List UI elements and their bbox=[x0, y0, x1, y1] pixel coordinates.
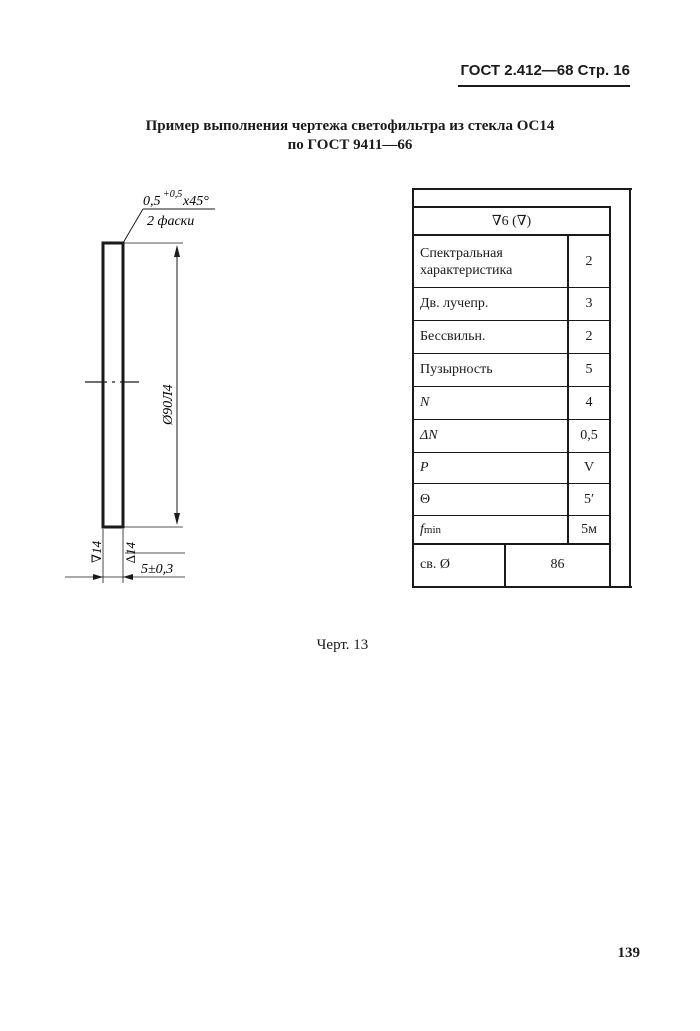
row-divider bbox=[412, 419, 611, 420]
table-right-line bbox=[609, 206, 611, 588]
row-value-delta-n: 0,5 bbox=[580, 428, 598, 443]
row-label-theta: Θ bbox=[420, 491, 431, 507]
row-divider bbox=[412, 320, 611, 321]
row-divider bbox=[412, 287, 611, 288]
roughness-right: ∆14 bbox=[123, 542, 138, 563]
table-header: ∇6 (∇) bbox=[491, 213, 532, 229]
row-label-n: N bbox=[420, 395, 430, 410]
row-label-spectral: Спектральная характеристика bbox=[420, 238, 565, 286]
row-value-birefringence: 3 bbox=[585, 296, 593, 311]
chamfer-tolerance: +0,5 bbox=[163, 189, 182, 200]
row-label-fmin-main: f bbox=[420, 521, 424, 537]
row-divider bbox=[412, 515, 611, 516]
row-value-bubbles: 5 bbox=[585, 362, 593, 377]
document-header: ГОСТ 2.412—68 Стр. 16 bbox=[460, 62, 630, 79]
row-label-striae: Бессвильн. bbox=[420, 329, 486, 344]
filter-outline bbox=[101, 241, 125, 529]
figure-caption: Черт. 13 bbox=[316, 637, 369, 653]
title-line-2: по ГОСТ 9411—66 bbox=[287, 137, 413, 153]
roughness-left: ∇14 bbox=[89, 540, 104, 563]
table-top-line bbox=[412, 188, 632, 190]
dim-arrow-top bbox=[174, 245, 180, 257]
thickness-label: 5±0,3 bbox=[141, 562, 173, 577]
row-value-n: 4 bbox=[585, 395, 593, 410]
row-value-clear-aperture: 86 bbox=[550, 557, 565, 572]
row-divider bbox=[412, 353, 611, 354]
value-column-divider bbox=[567, 236, 569, 543]
row-divider bbox=[412, 386, 611, 387]
row-divider bbox=[412, 483, 611, 484]
row-label-spectral-line1: Спектральная bbox=[420, 246, 503, 261]
filter-drawing: 0,5 +0,5 x45° 2 фаски Ø90Л4 5±0,3 ∇14 ∆1… bbox=[65, 189, 215, 583]
chamfer-angle: x45° bbox=[182, 194, 209, 209]
table-left-line bbox=[412, 188, 414, 588]
table-bottom-line bbox=[412, 586, 632, 588]
row-label-clear-aperture: св. Ø bbox=[420, 557, 450, 572]
title-line-1: Пример выполнения чертежа светофильтра и… bbox=[145, 118, 555, 134]
row-divider bbox=[412, 452, 611, 453]
dim-arrow-bottom bbox=[174, 513, 180, 525]
row-label-p: P bbox=[420, 460, 429, 475]
chamfer-base: 0,5 bbox=[143, 194, 161, 209]
last-row-divider bbox=[504, 544, 506, 586]
spec-table: ∇6 (∇) Спектральная характеристика 2 Дв.… bbox=[412, 188, 632, 588]
row-label-bubbles: Пузырность bbox=[420, 362, 493, 377]
page-number: 139 bbox=[617, 945, 641, 961]
chamfer-leader bbox=[122, 208, 144, 244]
row-label-spectral-line2: характеристика bbox=[420, 263, 513, 278]
thickness-arrow-left bbox=[93, 574, 103, 580]
row-divider bbox=[412, 234, 611, 236]
diameter-label: Ø90Л4 bbox=[161, 384, 176, 426]
chamfer-note: 2 фаски bbox=[147, 214, 194, 229]
table-outer-right-line bbox=[629, 188, 631, 588]
row-value-theta: 5′ bbox=[583, 491, 595, 507]
row-value-p: V bbox=[583, 460, 595, 475]
row-value-fmin: 5м bbox=[581, 521, 597, 537]
header-rule bbox=[458, 85, 630, 87]
row-label-fmin-sub: min bbox=[423, 523, 442, 536]
row-value-spectral: 2 bbox=[585, 254, 593, 269]
table-inner-top-line bbox=[412, 206, 611, 208]
row-label-delta-n: ΔN bbox=[420, 428, 438, 443]
thickness-arrow-right bbox=[123, 574, 133, 580]
row-divider bbox=[412, 543, 611, 545]
row-value-striae: 2 bbox=[585, 329, 593, 344]
row-label-birefringence: Дв. лучепр. bbox=[420, 296, 489, 311]
